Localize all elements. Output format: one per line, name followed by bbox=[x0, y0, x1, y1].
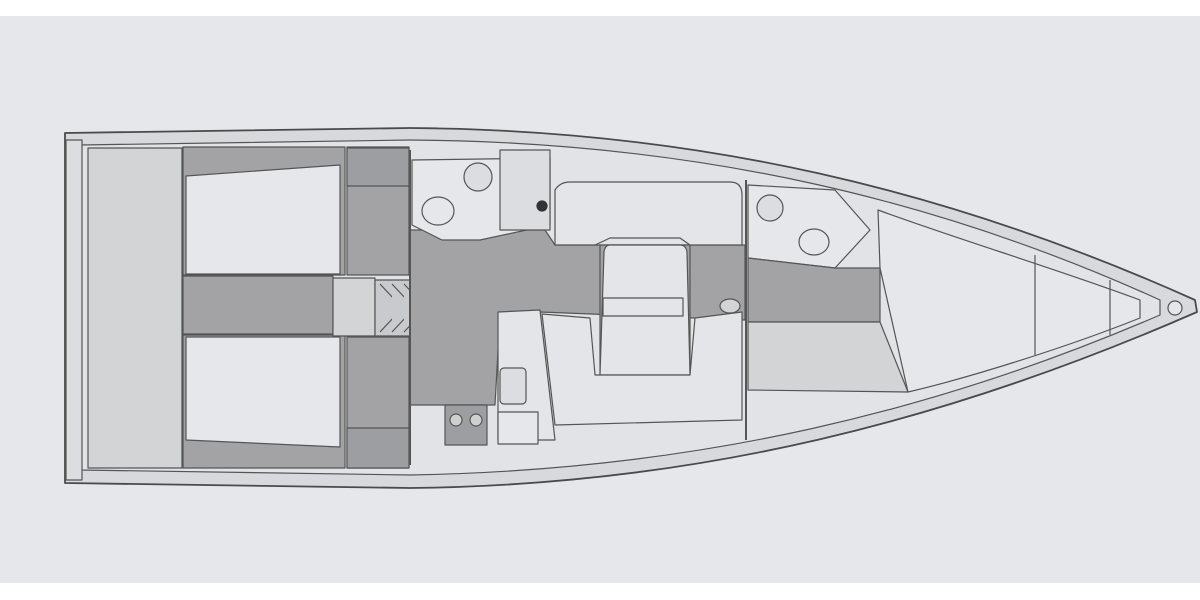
galley-fridge bbox=[497, 411, 539, 445]
forepeak bbox=[877, 209, 1141, 393]
aft-cockpit-bench bbox=[87, 147, 183, 469]
aft-head-valve-icon bbox=[536, 200, 548, 212]
aft-head-toilet-icon bbox=[421, 196, 455, 226]
forward-floor bbox=[747, 257, 881, 323]
table-leaf bbox=[602, 297, 684, 317]
aft-passage bbox=[182, 275, 334, 335]
stern-platform bbox=[65, 139, 83, 481]
hob-burner-icon bbox=[449, 413, 463, 427]
galley-hob-icon bbox=[444, 404, 488, 446]
galley-sink-icon bbox=[499, 367, 527, 405]
hob-burner-icon bbox=[469, 413, 483, 427]
forward-head-sink-icon bbox=[756, 194, 784, 222]
locker-stbd-bottom bbox=[346, 427, 410, 469]
locker-port-top bbox=[346, 147, 410, 187]
engine-cover bbox=[332, 277, 376, 337]
forward-head-toilet-icon bbox=[798, 228, 830, 256]
saloon-settee-port bbox=[554, 181, 743, 246]
bow-fitting-icon bbox=[1167, 300, 1183, 316]
aft-head-shower bbox=[499, 149, 551, 231]
forward-wardrobe bbox=[747, 321, 909, 393]
aft-cabin-port-berth bbox=[185, 164, 341, 275]
saloon-settee-stbd bbox=[541, 311, 743, 426]
aft-cabin-stbd-berth bbox=[185, 336, 341, 448]
aft-head-sink-icon bbox=[463, 162, 493, 192]
saloon-stool-icon bbox=[719, 298, 741, 314]
